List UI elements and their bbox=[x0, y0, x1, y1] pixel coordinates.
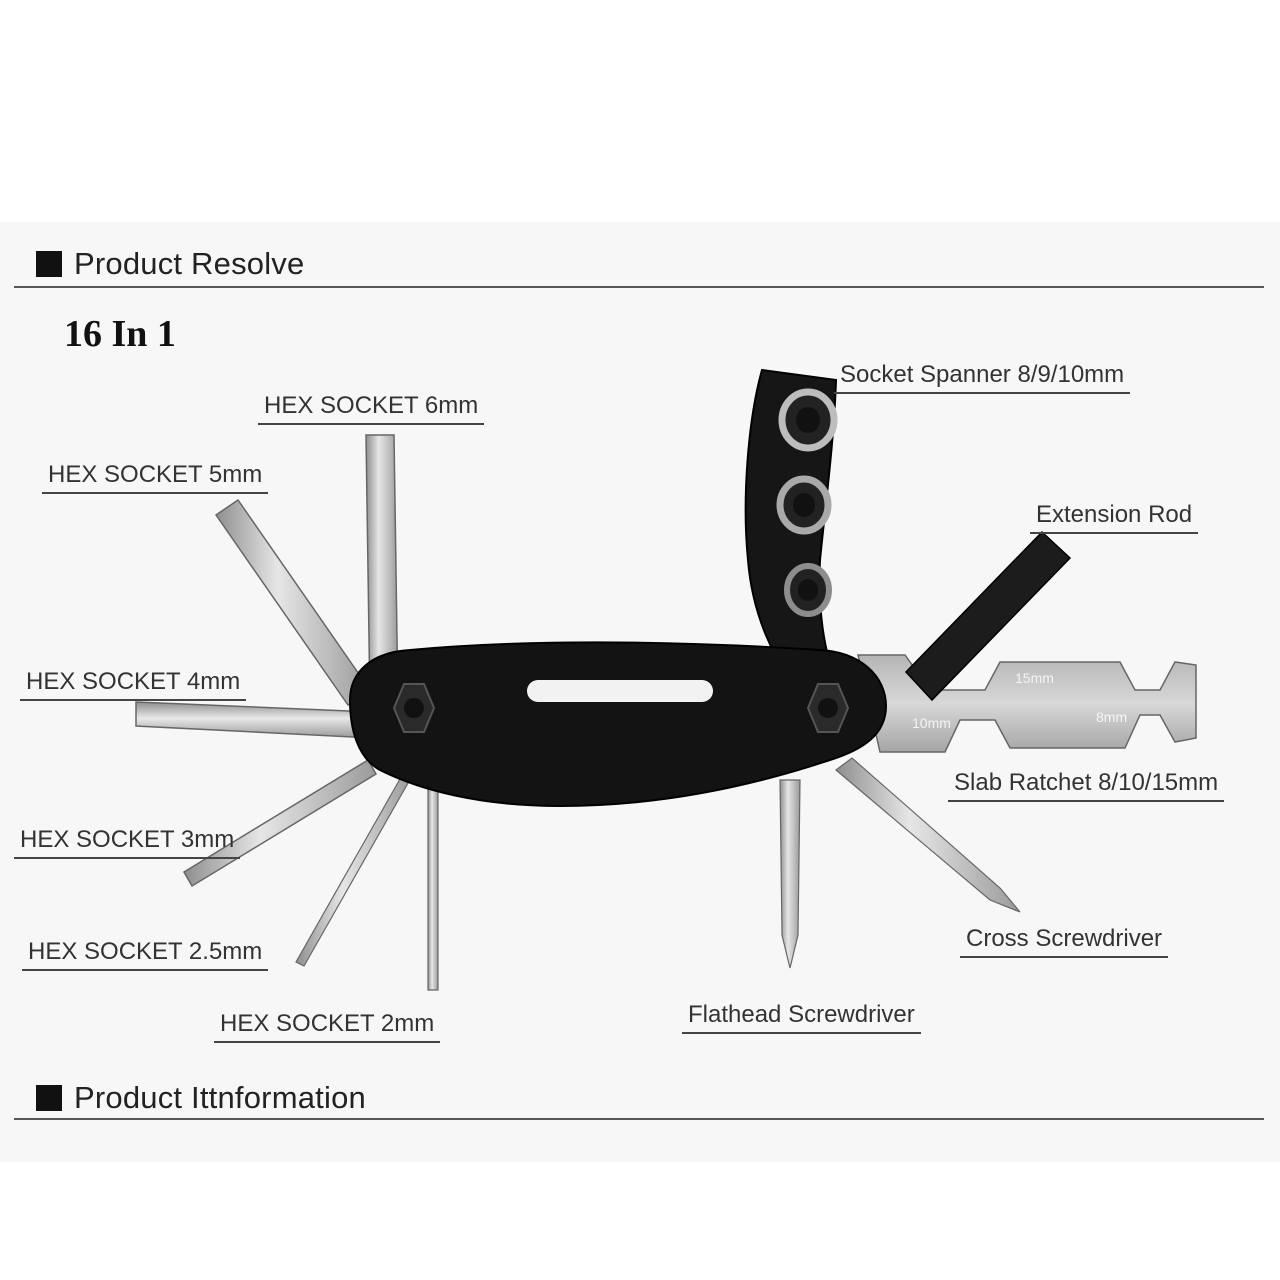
label-extension-rod: Extension Rod bbox=[1030, 501, 1199, 534]
flathead-screwdriver-blade bbox=[779, 779, 801, 969]
subtitle: 16 In 1 bbox=[64, 313, 176, 355]
wrench-mark-10mm: 10mm bbox=[912, 715, 951, 731]
label-socket-spanner: Socket Spanner 8/9/10mm bbox=[834, 361, 1131, 394]
label-hex-socket-6mm: HEX SOCKET 6mm bbox=[258, 392, 485, 425]
section-rule-top bbox=[14, 286, 1264, 288]
tool-body bbox=[348, 641, 888, 808]
section-square-icon bbox=[36, 251, 62, 277]
label-hex-socket-2-5mm: HEX SOCKET 2.5mm bbox=[22, 938, 269, 971]
label-hex-socket-3mm: HEX SOCKET 3mm bbox=[14, 826, 241, 859]
label-hex-socket-5mm: HEX SOCKET 5mm bbox=[42, 461, 269, 494]
section-header-information: Product Ittnformation bbox=[36, 1078, 366, 1118]
body-slot bbox=[527, 680, 713, 702]
label-hex-socket-4mm: HEX SOCKET 4mm bbox=[20, 668, 247, 701]
right-bolt-icon bbox=[806, 683, 850, 733]
label-flathead-screwdriver: Flathead Screwdriver bbox=[682, 1001, 921, 1034]
hex-key-4mm bbox=[135, 701, 373, 739]
hex-key-3mm bbox=[182, 758, 378, 888]
section-title-information: Product Ittnformation bbox=[74, 1080, 366, 1115]
section-header-resolve: Product Resolve bbox=[36, 244, 304, 284]
section-title-resolve: Product Resolve bbox=[74, 246, 305, 281]
section-rule-bottom bbox=[14, 1118, 1264, 1120]
extension-rod bbox=[904, 530, 1072, 702]
wrench-mark-15mm: 15mm bbox=[1015, 670, 1054, 686]
slab-ratchet-wrench bbox=[857, 654, 1197, 753]
section-square-icon bbox=[36, 1085, 62, 1111]
left-bolt-icon bbox=[392, 683, 436, 733]
hex-key-2mm bbox=[427, 781, 439, 991]
label-slab-ratchet: Slab Ratchet 8/10/15mm bbox=[948, 769, 1225, 802]
wrench-mark-8mm: 8mm bbox=[1096, 709, 1127, 725]
socket-rings bbox=[776, 388, 838, 617]
cross-screwdriver-blade bbox=[835, 757, 1021, 913]
label-cross-screwdriver: Cross Screwdriver bbox=[960, 925, 1169, 958]
label-hex-socket-2mm: HEX SOCKET 2mm bbox=[214, 1010, 441, 1043]
